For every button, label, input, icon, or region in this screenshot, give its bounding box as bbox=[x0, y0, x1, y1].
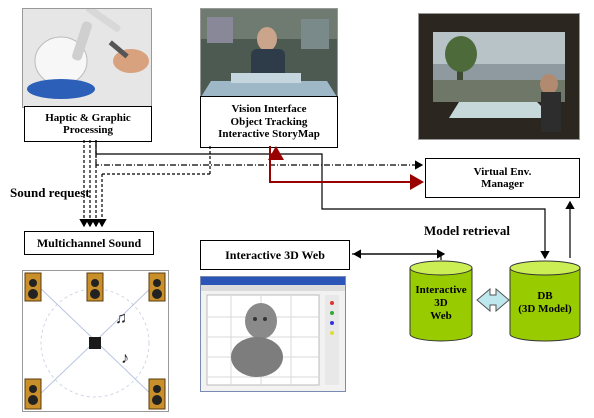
db-3d-model-cylinder bbox=[509, 260, 581, 342]
db-cylinder-label: DB (3D Model) bbox=[518, 290, 572, 315]
interactive-3d-web-cylinder-label: Interactive 3D Web bbox=[415, 284, 467, 322]
interactive-3d-web-cylinder bbox=[409, 260, 473, 342]
svg-text:♪: ♪ bbox=[121, 350, 129, 367]
virtual-env-manager-box: Virtual Env. Manager bbox=[425, 158, 580, 198]
speaker-layout-photo: ♫ ♪ bbox=[22, 270, 169, 412]
vision-interface-box: Vision Interface Object Tracking Interac… bbox=[200, 96, 338, 148]
haptic-device-photo bbox=[22, 8, 152, 108]
vision-interface-photo bbox=[200, 8, 338, 98]
interactive-3d-web-box: Interactive 3D Web bbox=[200, 240, 350, 270]
haptic-processing-box: Haptic & Graphic Processing bbox=[24, 106, 152, 142]
virtual-environment-photo bbox=[418, 13, 580, 140]
sound-request-label: Sound request bbox=[10, 185, 90, 200]
svg-text:♫: ♫ bbox=[115, 310, 127, 327]
model-retrieval-label: Model retrieval bbox=[424, 223, 511, 238]
web3d-screenshot bbox=[200, 276, 346, 392]
multichannel-sound-box: Multichannel Sound bbox=[24, 231, 154, 255]
bidirectional-arrow bbox=[476, 287, 510, 313]
